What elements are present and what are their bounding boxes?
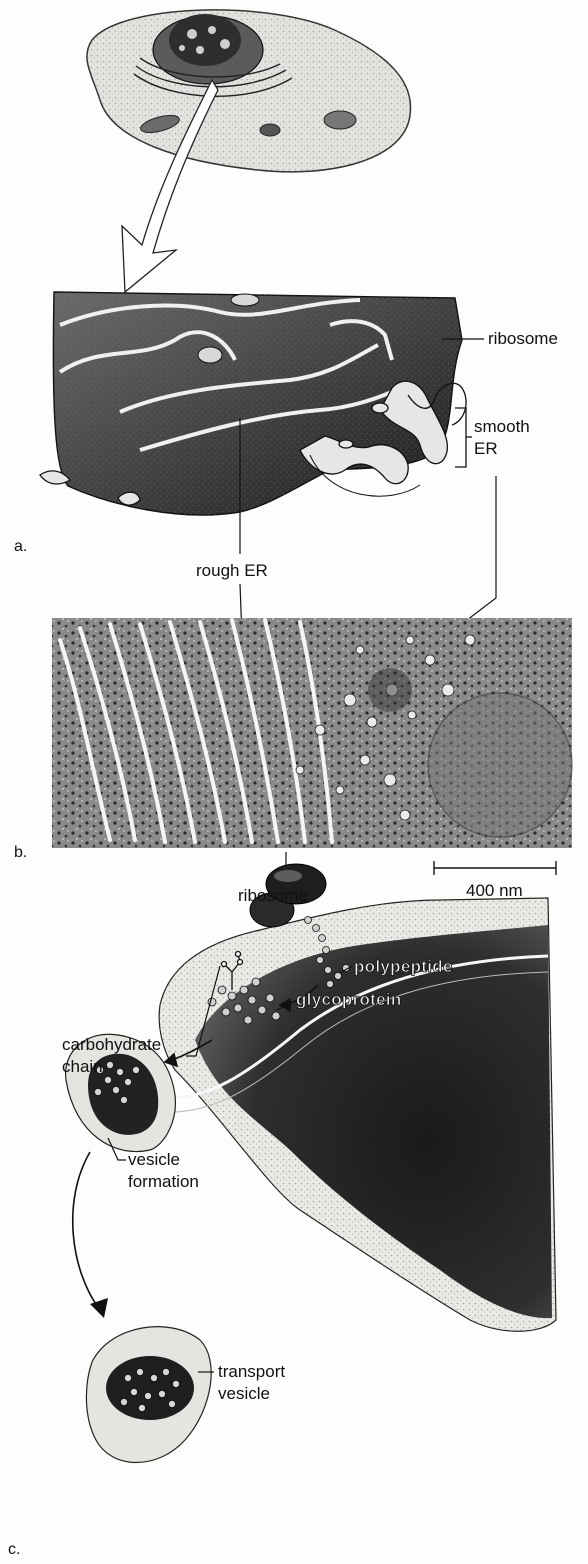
panel-label-a: a. (14, 537, 27, 556)
label-carbohydrate-1: carbohydrate (62, 1035, 161, 1054)
label-smooth-er-1: smooth (474, 417, 530, 436)
label-smooth-er-2: ER (474, 439, 498, 458)
label-transport-vesicle-1: transport (218, 1362, 285, 1381)
panel-label-b: b. (14, 843, 27, 862)
label-carbohydrate-2: chain (62, 1057, 103, 1076)
label-vesicle-formation-1: vesicle (128, 1150, 180, 1169)
smooth-er-bracket (455, 408, 472, 467)
scale-bar-label: 400 nm (466, 881, 523, 900)
scale-bar (434, 861, 556, 875)
electron-micrograph (52, 618, 572, 848)
release-arrow (73, 1152, 100, 1310)
label-ribosome-a: ribosome (488, 329, 558, 348)
panel-label-c: c. (8, 1540, 20, 1559)
cell-illustration (87, 10, 411, 172)
smooth-er-leader (446, 476, 496, 636)
label-vesicle-formation-2: formation (128, 1172, 199, 1191)
er-illustration (40, 292, 466, 515)
label-rough-er: rough ER (196, 561, 268, 580)
transport-vesicle-shape (86, 1327, 211, 1463)
label-glycoprotein: glycoprotein (296, 990, 402, 1009)
label-polypeptide: polypeptide (354, 957, 453, 976)
label-ribosome-b: ribosome (238, 886, 308, 905)
label-transport-vesicle-2: vesicle (218, 1384, 270, 1403)
